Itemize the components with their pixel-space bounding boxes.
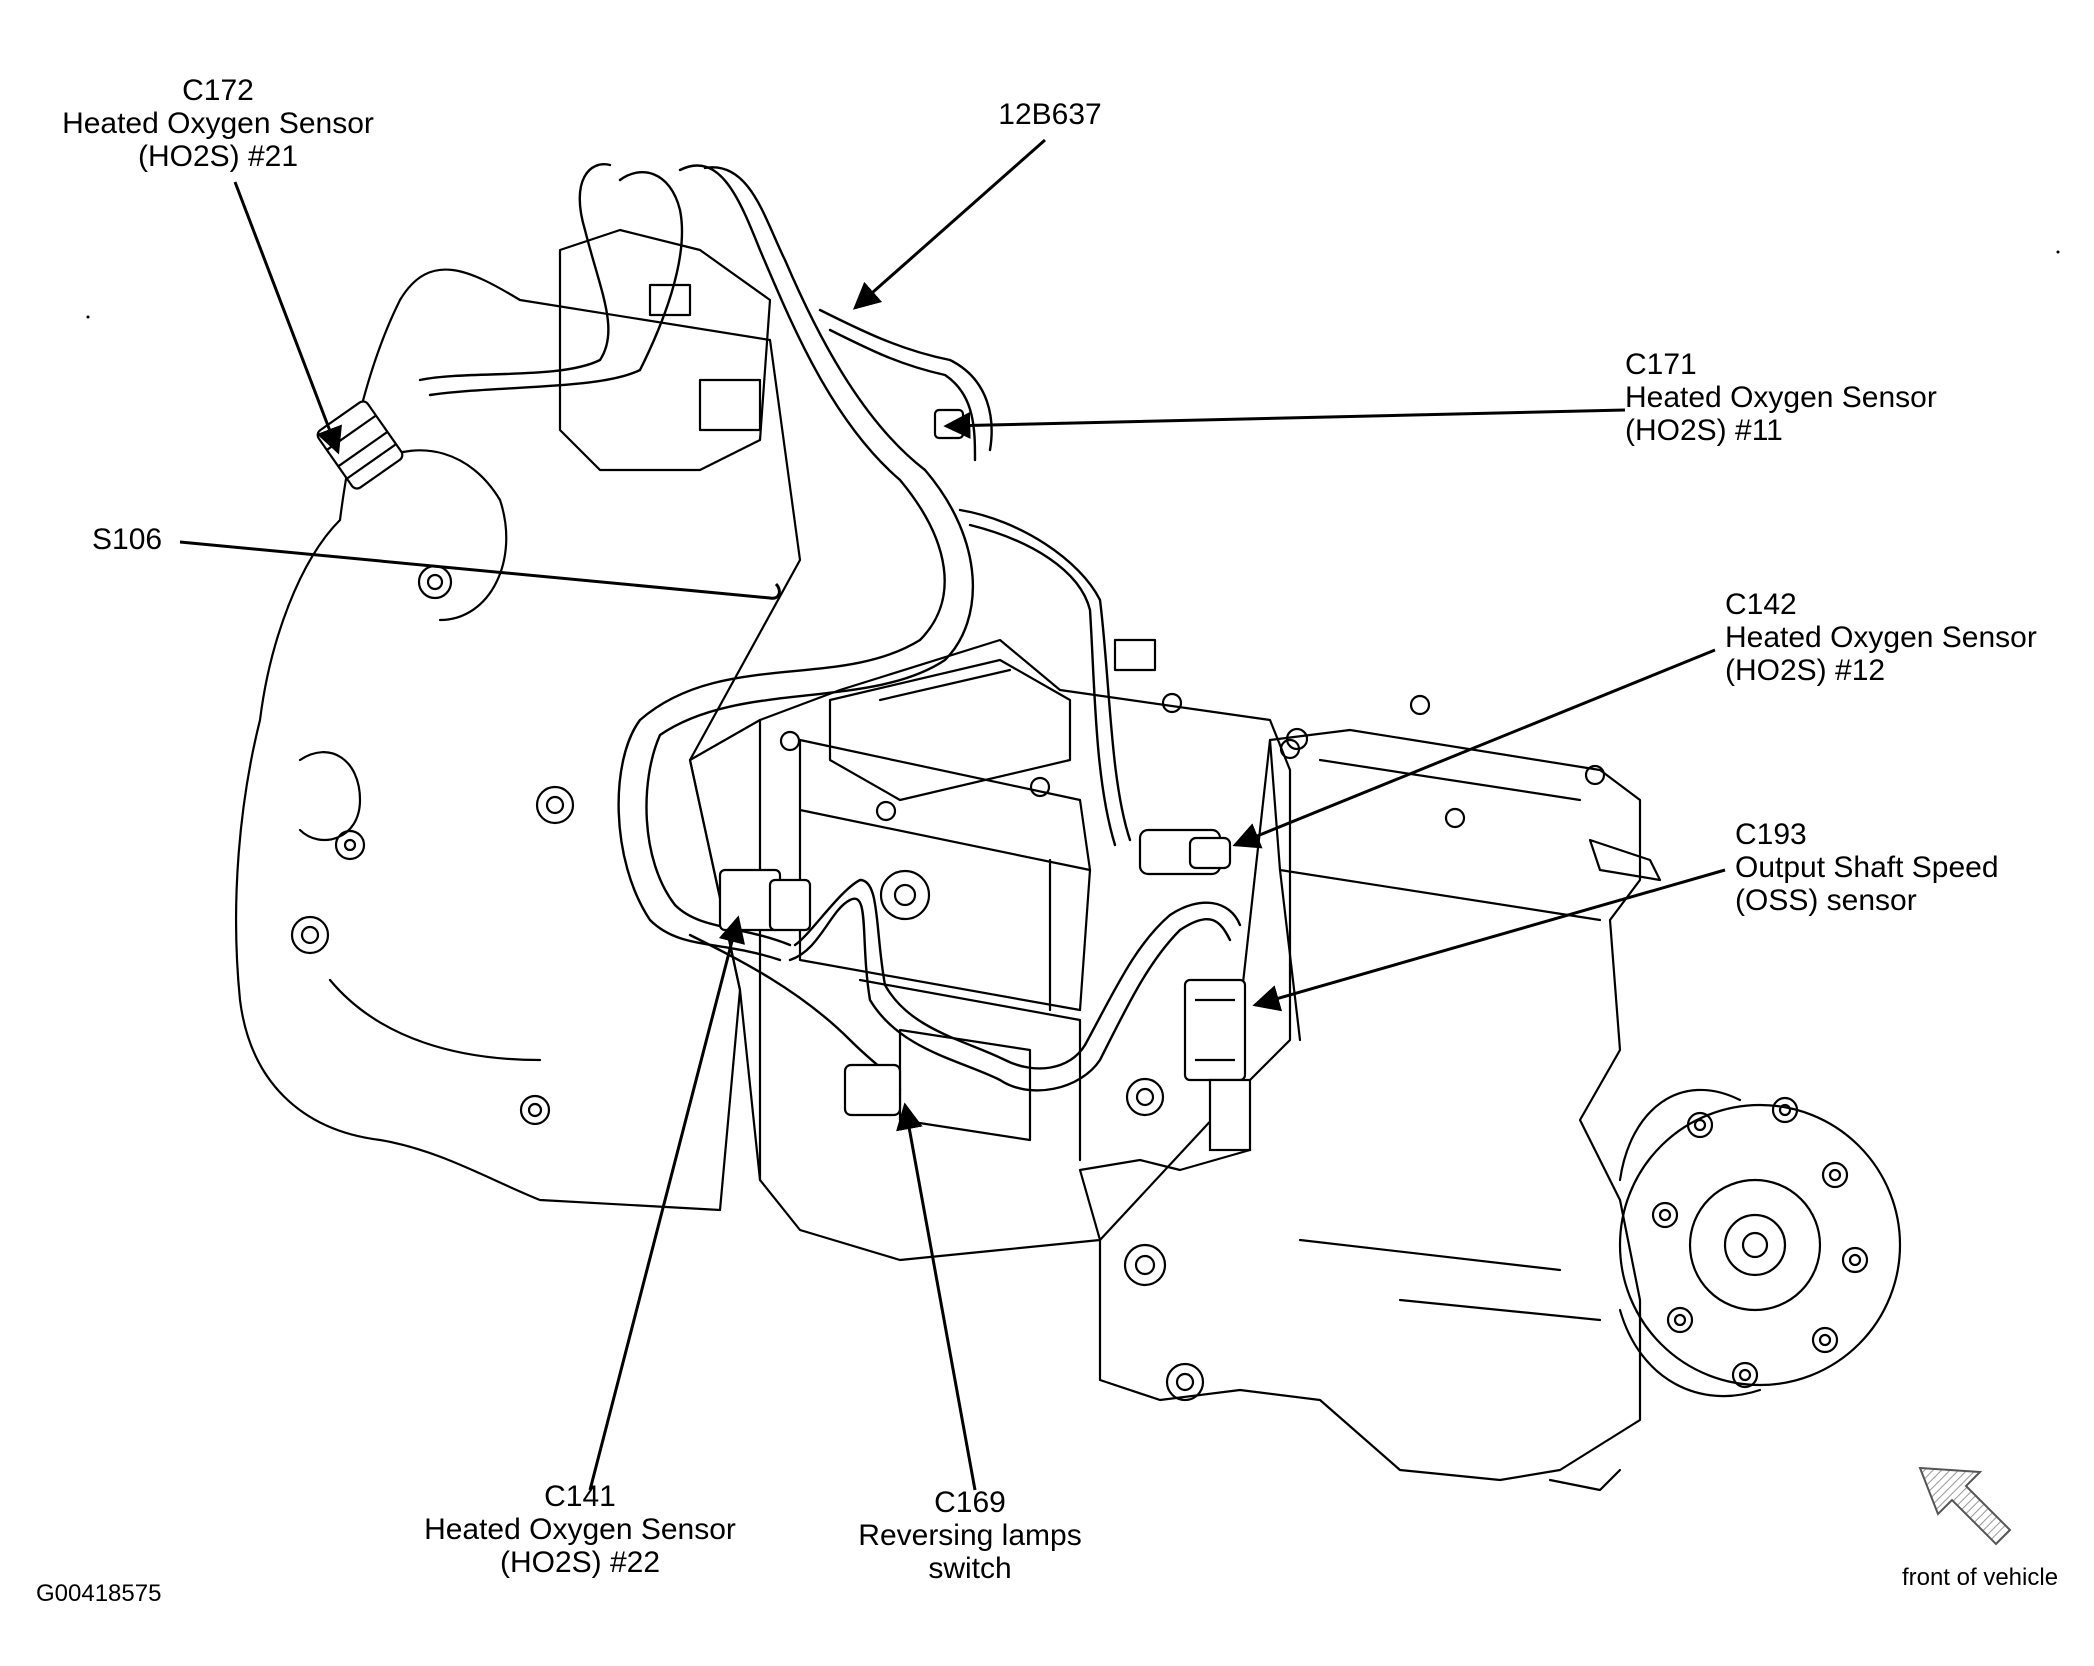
leader-c171 bbox=[943, 408, 1626, 439]
orientation-label-text: front of vehicle bbox=[1901, 1564, 2059, 1591]
orientation-label: front of vehicle bbox=[1875, 1564, 2085, 1592]
connector-c171 bbox=[933, 408, 965, 440]
callout-c193-code: C193 bbox=[1735, 818, 1807, 851]
connector-c172 bbox=[316, 400, 404, 490]
extension-housing bbox=[1098, 728, 1642, 1482]
leader-c169 bbox=[896, 1102, 977, 1491]
callout-c141-line2: (HO2S) #22 bbox=[499, 1546, 661, 1579]
leader-lines bbox=[179, 138, 1726, 1491]
callout-c193-line2: (OSS) sensor bbox=[1735, 884, 1917, 917]
callout-s106-code: S106 bbox=[92, 523, 163, 556]
callout-c169-code: C169 bbox=[934, 1486, 1006, 1519]
leader-12b637 bbox=[852, 138, 1046, 310]
connectors bbox=[316, 400, 1252, 1152]
callout-c142-line1: Heated Oxygen Sensor bbox=[1725, 621, 2037, 654]
callout-12b637: 12B637 bbox=[950, 98, 1150, 131]
callout-c141-line1: Heated Oxygen Sensor bbox=[424, 1513, 736, 1546]
callout-c169: C169 Reversing lamps switch bbox=[840, 1486, 1100, 1585]
transmission-case bbox=[688, 638, 1292, 1262]
bell-housing bbox=[235, 268, 802, 1212]
callout-c171-code: C171 bbox=[1625, 348, 1697, 381]
callout-c172: C172 Heated Oxygen Sensor (HO2S) #21 bbox=[38, 74, 398, 173]
callout-c141-code: C141 bbox=[544, 1480, 616, 1513]
callout-c172-line2: (HO2S) #21 bbox=[137, 140, 299, 173]
callout-c142: C142 Heated Oxygen Sensor (HO2S) #12 bbox=[1725, 588, 2085, 687]
callout-c169-line1: Reversing lamps bbox=[858, 1519, 1082, 1552]
connector-c169 bbox=[843, 1063, 902, 1117]
leader-c172 bbox=[233, 181, 342, 455]
callout-c141: C141 Heated Oxygen Sensor (HO2S) #22 bbox=[400, 1480, 760, 1579]
callout-c171-line1: Heated Oxygen Sensor bbox=[1625, 381, 1937, 414]
connector-c141 bbox=[718, 868, 812, 932]
callout-s106: S106 bbox=[92, 523, 212, 556]
callout-c142-code: C142 bbox=[1725, 588, 1797, 621]
callout-c172-code: C172 bbox=[182, 74, 254, 107]
connector-c142 bbox=[1138, 828, 1232, 876]
figure-id-text: G00418575 bbox=[36, 1580, 162, 1607]
callout-c171: C171 Heated Oxygen Sensor (HO2S) #11 bbox=[1625, 348, 2045, 447]
output-flange bbox=[1618, 1088, 1902, 1398]
connector-c193 bbox=[1183, 978, 1252, 1152]
callout-c172-line1: Heated Oxygen Sensor bbox=[62, 107, 374, 140]
callout-c142-line2: (HO2S) #12 bbox=[1725, 654, 1886, 687]
leader-s106 bbox=[179, 540, 781, 600]
callout-c193: C193 Output Shaft Speed (OSS) sensor bbox=[1735, 818, 2075, 917]
arrow-up-left-icon bbox=[1918, 1466, 2012, 1546]
leader-c142 bbox=[1232, 648, 1716, 849]
figure-id: G00418575 bbox=[36, 1580, 161, 1608]
callout-c193-line1: Output Shaft Speed bbox=[1735, 851, 1999, 884]
callout-c169-line2: switch bbox=[928, 1552, 1012, 1585]
leader-c193 bbox=[1252, 868, 1726, 1012]
callout-c171-line2: (HO2S) #11 bbox=[1625, 414, 1783, 447]
callout-12b637-code: 12B637 bbox=[998, 98, 1102, 131]
leader-c141 bbox=[588, 915, 745, 1491]
